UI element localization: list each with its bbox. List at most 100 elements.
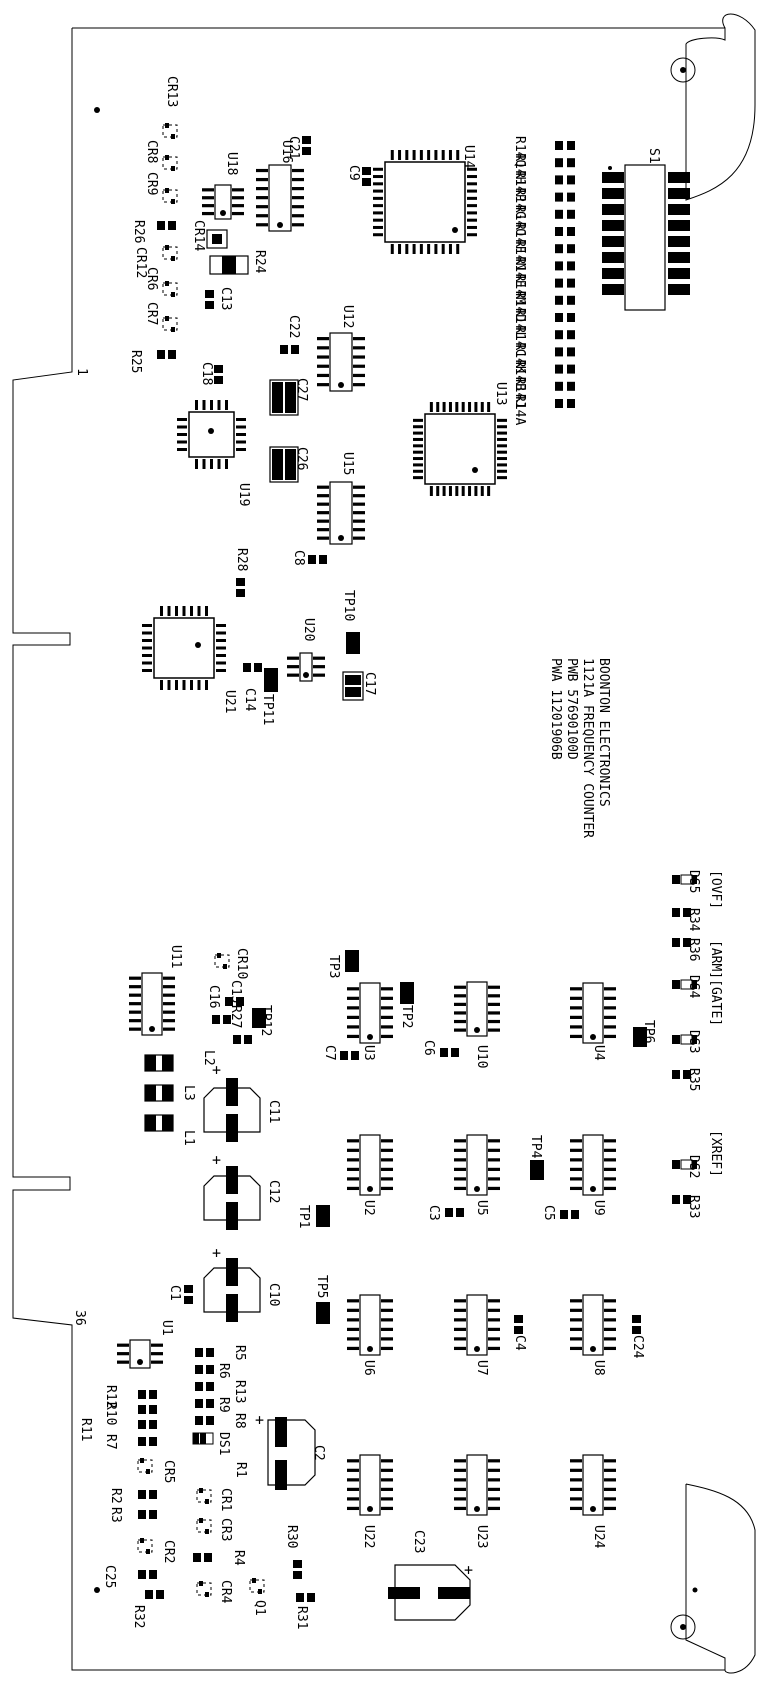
u23-pin: [454, 1468, 466, 1472]
r3-pad-a: [138, 1510, 146, 1519]
u16-pin: [292, 168, 304, 173]
u21-pin: [190, 680, 193, 690]
u7-pin: [454, 1318, 466, 1322]
ref-label-u24: U24: [591, 1525, 606, 1549]
ref-label-c18: C18: [199, 362, 214, 385]
ref-label-c16: C16: [206, 985, 221, 1008]
l3-pad: [162, 1085, 173, 1101]
cr4-pad: [199, 1581, 203, 1586]
c11-polarity-mark: +: [212, 1061, 221, 1079]
u8-pin: [604, 1308, 616, 1312]
u1-pin1-dot: [137, 1359, 143, 1365]
u6-pin: [381, 1318, 393, 1322]
u5-pin: [488, 1148, 500, 1152]
tp2: [400, 982, 414, 1004]
u3-pin: [347, 1015, 359, 1019]
u13-body: [424, 413, 496, 485]
r14-pad: [555, 209, 563, 219]
u9-pin: [570, 1158, 582, 1162]
ref-label-cr9: CR9: [144, 172, 159, 195]
u19-pin: [177, 418, 187, 421]
c18-pad-b: [214, 376, 223, 384]
u15-pin: [317, 494, 329, 498]
c27-pad: [285, 382, 296, 413]
ds1-pad: [200, 1433, 206, 1444]
u9-pin1-dot: [590, 1186, 596, 1192]
c10-polarity-mark: +: [212, 1244, 221, 1262]
u6-pin1-dot: [367, 1346, 373, 1352]
u16-pin: [292, 205, 304, 209]
c15-pad-a: [225, 997, 233, 1006]
ref-label-u10: U10: [474, 1045, 489, 1068]
u10-pin: [454, 985, 466, 989]
u14-pin: [373, 167, 383, 171]
u14-pin: [467, 211, 477, 215]
ref-label-l3: L3: [181, 1085, 196, 1101]
r14-pad: [567, 364, 575, 374]
u21-pin: [142, 669, 152, 672]
u14-pin: [467, 196, 477, 200]
u24-pin: [570, 1487, 582, 1491]
cr2-outline: [137, 1539, 153, 1553]
u14-pin: [467, 218, 477, 222]
u21-pin: [142, 646, 152, 650]
r14-pad: [567, 347, 575, 357]
r30-pad-a: [293, 1560, 302, 1568]
cr10-pad: [217, 953, 221, 958]
u6-pin: [347, 1346, 359, 1351]
r14-pad: [555, 244, 563, 254]
u11-pin: [163, 993, 175, 997]
cr7-outline: [162, 317, 178, 331]
board-note-line-1: BOONTON ELECTRONICS: [596, 658, 611, 807]
u5-pin: [454, 1158, 466, 1162]
u5-body: [466, 1134, 488, 1196]
u8-pin: [604, 1318, 616, 1322]
u12-pin: [353, 337, 365, 341]
ref-label-r7: R7: [103, 1434, 118, 1450]
u6-pin: [381, 1337, 393, 1341]
u22-pin: [347, 1487, 359, 1491]
u21-pin: [216, 661, 226, 665]
r14-pad: [555, 313, 563, 322]
r26-pad-b: [168, 221, 176, 230]
u20-pin: [287, 656, 299, 660]
ref-label-ds5: DS5: [686, 870, 701, 893]
q1-pad: [252, 1578, 256, 1583]
r14-pad: [555, 278, 563, 288]
ref-label-c4: C4: [512, 1335, 527, 1351]
u2-pin: [381, 1167, 393, 1171]
ds2-pad: [672, 1160, 680, 1169]
u23-pin: [454, 1459, 466, 1463]
u13-pin: [413, 469, 423, 473]
ref-label-cr2: CR2: [161, 1540, 176, 1563]
ref-label-tp11: TP11: [260, 694, 275, 725]
u12-pin: [317, 373, 329, 378]
u5-pin: [488, 1186, 500, 1191]
u4-pin: [570, 987, 582, 991]
u14-pin: [373, 175, 383, 179]
u14-pin: [373, 196, 383, 200]
u18-pin: [202, 211, 214, 216]
u13-pin: [413, 457, 423, 461]
cr6-pad: [171, 292, 175, 297]
u22-pin1-dot: [367, 1506, 373, 1512]
u16-pin: [256, 187, 268, 191]
u16-pin: [256, 214, 268, 218]
r10-pad-b: [149, 1405, 157, 1414]
c17-pad: [345, 687, 361, 697]
u21-pin1-dot: [195, 642, 201, 648]
u8-pin: [570, 1318, 582, 1322]
cr1-outline: [196, 1489, 212, 1503]
r14-pad: [567, 141, 575, 150]
ref-label-u14: U14: [461, 145, 476, 169]
ds5-pad: [672, 875, 680, 884]
u1-pin: [117, 1352, 129, 1356]
r25-pad-a: [157, 350, 165, 359]
u11-pin: [129, 976, 141, 980]
u14-pin: [467, 189, 477, 193]
ref-label-u15: U15: [340, 452, 355, 475]
ref-label-u2: U2: [361, 1200, 376, 1216]
u24-pin: [570, 1459, 582, 1463]
c22-pad-a: [280, 345, 288, 354]
u23-body: [466, 1454, 488, 1516]
